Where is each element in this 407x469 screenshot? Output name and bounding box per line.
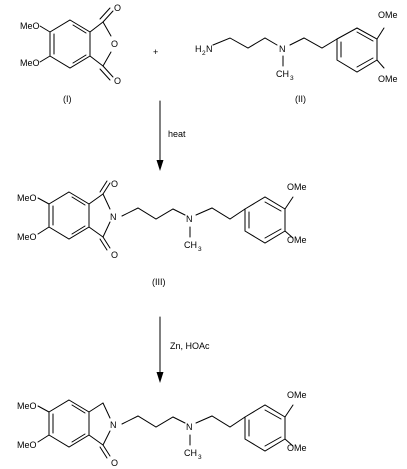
- amine-h: H: [195, 44, 202, 54]
- methyl-label: CH: [276, 69, 289, 79]
- arrow-condition-heat: heat: [168, 129, 186, 139]
- reaction-arrow-2: [156, 316, 164, 383]
- compound-label-2: (II): [295, 94, 306, 104]
- methyl-subscript: 3: [290, 75, 294, 82]
- amine-n: N: [206, 44, 213, 54]
- compound-2-structure: [212, 27, 385, 73]
- methyl-label: CH: [184, 240, 197, 250]
- methoxy-label: OMe: [378, 74, 398, 84]
- methoxy-label: MeO: [17, 440, 37, 450]
- compound-label-1: (I): [63, 94, 72, 104]
- methoxy-label: OMe: [287, 443, 307, 453]
- arrow-condition-zn-hoac: Zn, HOAc: [170, 341, 210, 351]
- methyl-subscript: 3: [198, 246, 202, 253]
- amine-subscript: 2: [202, 50, 206, 57]
- methoxy-label: MeO: [17, 401, 37, 411]
- atom-o: O: [114, 76, 121, 86]
- product-structure: [37, 399, 294, 459]
- methoxy-label: OMe: [378, 10, 398, 20]
- atom-o: O: [114, 3, 121, 13]
- methyl-label: CH: [184, 448, 197, 458]
- methoxy-label: MeO: [20, 21, 40, 31]
- reaction-arrow-1: [156, 100, 164, 171]
- atom-o: O: [111, 250, 118, 260]
- compound-3-structure: [37, 180, 294, 251]
- atom-o: O: [111, 458, 118, 468]
- plus-sign: +: [153, 47, 158, 57]
- atom-o: O: [111, 39, 118, 49]
- methoxy-label: MeO: [17, 232, 37, 242]
- compound-1-structure: [39, 7, 114, 81]
- methoxy-label: MeO: [20, 58, 40, 68]
- methoxy-label: MeO: [17, 193, 37, 203]
- methoxy-label: OMe: [287, 390, 307, 400]
- atom-n: N: [110, 420, 117, 430]
- atom-n: N: [186, 422, 193, 432]
- atom-n: N: [110, 212, 117, 222]
- methyl-subscript: 3: [198, 454, 202, 461]
- atom-n: N: [279, 44, 286, 54]
- methoxy-label: OMe: [287, 182, 307, 192]
- compound-label-3: (III): [152, 277, 166, 287]
- methoxy-label: OMe: [287, 235, 307, 245]
- atom-n: N: [186, 214, 193, 224]
- atom-o: O: [111, 179, 118, 189]
